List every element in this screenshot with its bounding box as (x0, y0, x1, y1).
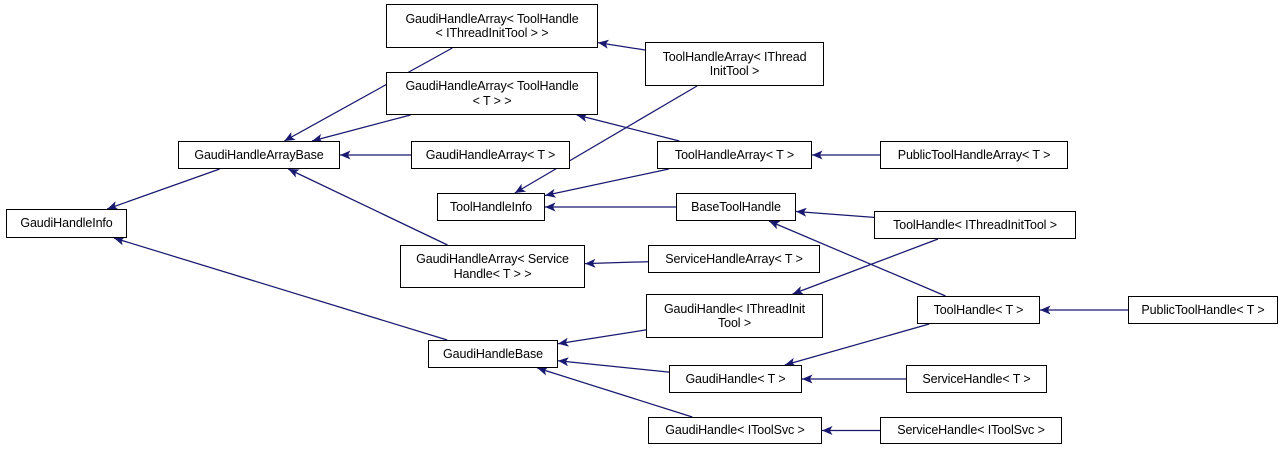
class-node-toolhandlearray-ithreadinittool[interactable]: ToolHandleArray< IThread InitTool > (645, 42, 824, 86)
class-node-gaudihandlebase[interactable]: GaudiHandleBase (428, 340, 558, 368)
inheritance-edge (597, 39, 646, 51)
class-node-servicehandlearray-t[interactable]: ServiceHandleArray< T > (648, 245, 820, 273)
inheritance-edge (557, 357, 670, 373)
class-node-basetoolhandle[interactable]: BaseToolHandle (676, 193, 796, 221)
inheritance-edge (795, 207, 875, 219)
class-node-gaudihandlearray-toolhandle-t[interactable]: GaudiHandleArray< ToolHandle < T > > (386, 72, 598, 115)
class-node-toolhandleinfo[interactable]: ToolHandleInfo (437, 193, 545, 221)
class-node-publictoolhandlearray-t[interactable]: PublicToolHandleArray< T > (880, 141, 1068, 169)
class-node-publictoolhandle-t[interactable]: PublicToolHandle< T > (1128, 296, 1278, 324)
class-node-gaudihandlearray-t[interactable]: GaudiHandleArray< T > (411, 141, 570, 169)
class-node-gaudihandlearray-toolhandle-ithreadinittool[interactable]: GaudiHandleArray< ToolHandle < IThreadIn… (386, 4, 598, 48)
class-node-gaudihandleinfo[interactable]: GaudiHandleInfo (6, 209, 127, 238)
inheritance-edge (576, 113, 680, 142)
inheritance-edge (584, 258, 649, 268)
class-node-servicehandle-itoolsvc[interactable]: ServiceHandle< IToolSvc > (880, 417, 1062, 444)
inheritance-edge (557, 329, 647, 347)
class-node-toolhandlearray-t[interactable]: ToolHandleArray< T > (657, 141, 812, 169)
inheritance-edge (106, 168, 220, 210)
class-node-gaudihandlearraybase[interactable]: GaudiHandleArrayBase (178, 141, 340, 169)
inheritance-edge (544, 168, 670, 198)
inheritance-edge (288, 168, 448, 246)
class-node-gaudihandle-ithreadinittool[interactable]: GaudiHandle< IThreadInit Tool > (646, 294, 823, 338)
class-node-toolhandle-ithreadinittool[interactable]: ToolHandle< IThreadInitTool > (874, 211, 1076, 239)
inheritance-edge (113, 236, 448, 341)
class-node-gaudihandle-itoolsvc[interactable]: GaudiHandle< IToolSvc > (648, 417, 822, 444)
class-node-servicehandle-t[interactable]: ServiceHandle< T > (906, 365, 1047, 393)
class-node-gaudihandlearray-servicehandle-t[interactable]: GaudiHandleArray< Service Handle< T > > (400, 245, 585, 288)
class-node-toolhandle-t[interactable]: ToolHandle< T > (917, 296, 1040, 324)
class-node-gaudihandle-t[interactable]: GaudiHandle< T > (669, 365, 802, 393)
inheritance-edge (311, 114, 411, 143)
